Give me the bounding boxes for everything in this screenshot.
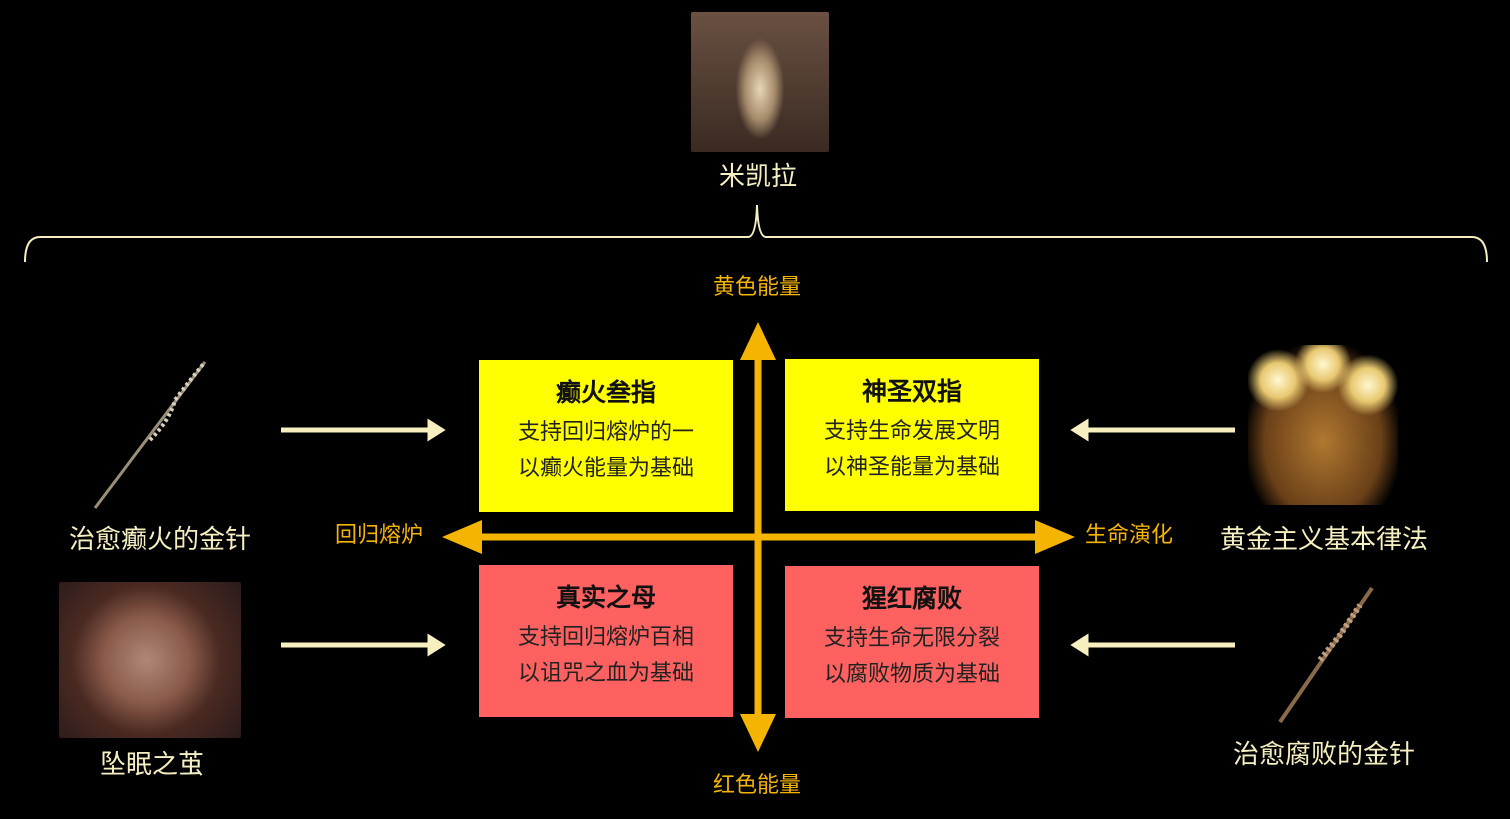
quadrant-title: 神圣双指 — [861, 377, 962, 406]
quadrant-line: 以神圣能量为基础 — [823, 455, 1000, 480]
golden-order-image — [1248, 345, 1398, 505]
arrow-right-head — [1035, 520, 1075, 554]
item-label-right-bottom: 治愈腐败的金针 — [1232, 740, 1416, 770]
quadrant-title: 癫火叁指 — [555, 378, 656, 407]
item-label-left-top: 治愈癫火的金针 — [68, 525, 252, 555]
quadrant-line: 以诅咒之血为基础 — [517, 661, 694, 686]
arrow-left-head — [442, 520, 482, 554]
miquella-image — [691, 12, 829, 152]
axis-label-up: 黄色能量 — [713, 275, 802, 300]
item-label-left-bottom: 坠眠之茧 — [99, 750, 205, 780]
quadrant-line: 以癫火能量为基础 — [517, 456, 694, 481]
cocoon-image — [59, 582, 241, 738]
axis-label-right: 生命演化 — [1085, 523, 1174, 548]
quadrant-line: 支持回归熔炉的一 — [517, 420, 694, 445]
quadrant-frenzied-flame: 癫火叁指 支持回归熔炉的一 以癫火能量为基础 — [479, 360, 733, 512]
quadrant-scarlet-rot: 猩红腐败 支持生命无限分裂 以腐败物质为基础 — [785, 566, 1039, 718]
quadrant-line: 支持生命无限分裂 — [823, 626, 1000, 651]
arrow-up-head — [740, 322, 776, 360]
quadrant-formless-mother: 真实之母 支持回归熔炉百相 以诅咒之血为基础 — [479, 565, 733, 717]
axis-label-down: 红色能量 — [713, 773, 802, 798]
quadrant-two-fingers: 神圣双指 支持生命发展文明 以神圣能量为基础 — [785, 359, 1039, 511]
quadrant-title: 猩红腐败 — [861, 584, 962, 613]
brace — [24, 204, 1488, 263]
axis-label-left: 回归熔炉 — [335, 523, 424, 548]
quadrant-line: 以腐败物质为基础 — [823, 662, 1000, 687]
arrow-down-head — [740, 714, 776, 752]
item-label-right-top: 黄金主义基本律法 — [1219, 525, 1429, 555]
quadrant-line: 支持回归熔炉百相 — [517, 625, 694, 650]
quadrant-line: 支持生命发展文明 — [823, 419, 1000, 444]
miquella-label: 米凯拉 — [718, 162, 798, 192]
needle-left-image — [93, 360, 207, 509]
needle-right-image — [1278, 586, 1374, 724]
quadrant-title: 真实之母 — [555, 583, 656, 612]
